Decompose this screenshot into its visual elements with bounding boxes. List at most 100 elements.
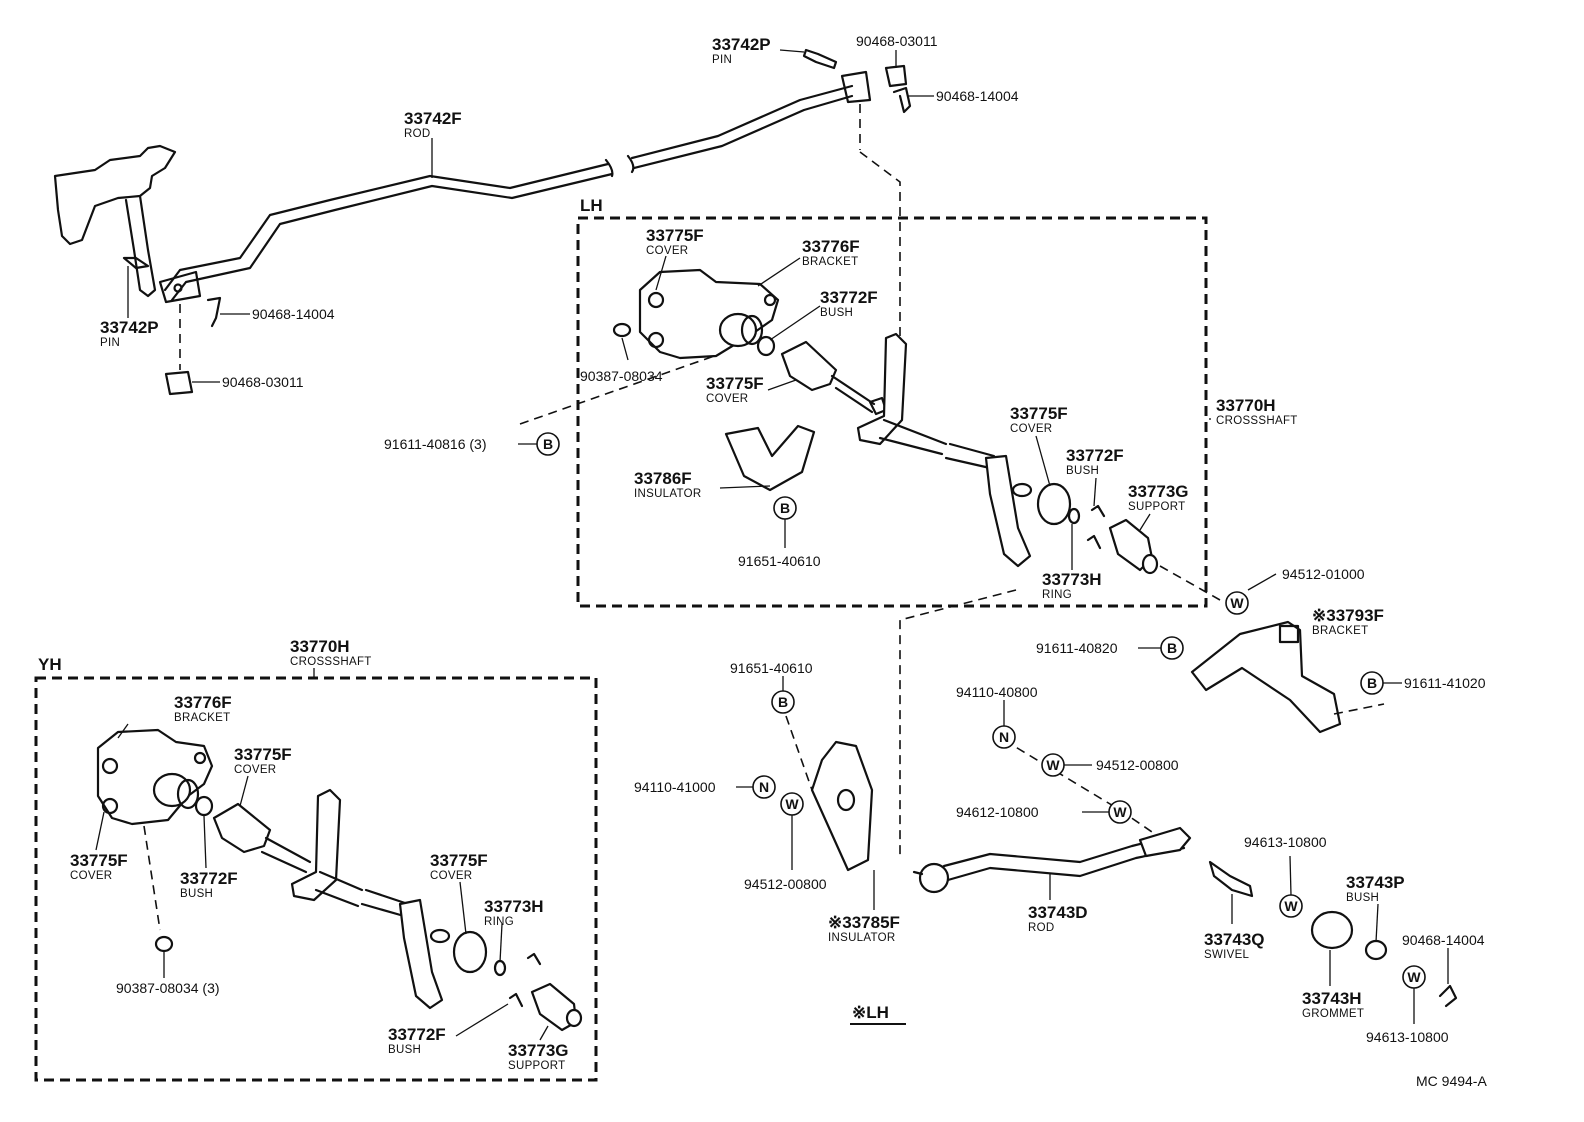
part-number: 91651-40610 (730, 660, 813, 676)
part-name: INSULATOR (828, 932, 895, 944)
part-number: 33775F (706, 374, 764, 393)
part-number: 33773G (1128, 482, 1189, 501)
yh-section-box (34, 676, 598, 1082)
part-label: 90468-14004 (252, 306, 335, 322)
part-number: 94613-10800 (1244, 834, 1327, 850)
part-name: SUPPORT (508, 1060, 565, 1072)
part-number: 33772F (388, 1025, 446, 1044)
part-number: 33776F (174, 693, 232, 712)
svg-text:N: N (759, 779, 769, 795)
bolt-symbol: B (1160, 636, 1184, 660)
part-number: 94512-00800 (744, 876, 827, 892)
guide-line-insulator-bolt (785, 715, 813, 791)
part-number: 33742F (404, 109, 462, 128)
part-number: 33743D (1028, 903, 1088, 922)
washer-symbol: W (1041, 753, 1065, 777)
part-name: PIN (100, 337, 120, 349)
part-number: 90387-08034 (3) (116, 980, 220, 996)
svg-text:W: W (1113, 804, 1127, 820)
part-number: 33775F (1010, 404, 1068, 423)
part-name: BUSH (820, 307, 853, 319)
bolt-symbol: B (771, 690, 795, 714)
svg-text:W: W (1230, 595, 1244, 611)
part-number: 94613-10800 (1366, 1029, 1449, 1045)
washer-symbol: W (780, 792, 804, 816)
rod-33743D-drawing (912, 826, 1192, 894)
lh-cover-boot-drawing (780, 340, 888, 416)
part-name: INSULATOR (634, 488, 701, 500)
part-number: 33742P (100, 318, 159, 337)
part-name: BRACKET (802, 256, 858, 268)
guide-line-bolt-91611-40816 (519, 353, 721, 425)
part-name: GROMMET (1302, 1008, 1364, 1020)
part-label: 91651-40610 (738, 553, 821, 569)
part-name: BUSH (1346, 892, 1379, 904)
part-label: 91611-41020 (1404, 675, 1486, 691)
svg-text:B: B (1367, 675, 1377, 691)
pin-clip-parts-top (122, 48, 912, 396)
part-label: 90468-03011 (856, 33, 938, 49)
nut-symbol: N (752, 775, 776, 799)
part-label: 90387-08034 (580, 368, 663, 384)
part-name: PIN (712, 54, 732, 66)
svg-text:W: W (1046, 757, 1060, 773)
part-number: 94512-00800 (1096, 757, 1179, 773)
part-number: 90468-14004 (1402, 932, 1485, 948)
lh-section-box (576, 216, 1208, 608)
lh-section-label: LH (580, 196, 603, 215)
part-number: 33773H (484, 897, 544, 916)
part-number: 33775F (430, 851, 488, 870)
part-name: CROSSSHAFT (290, 656, 372, 668)
part-number: ※33785F (828, 913, 900, 932)
lh-insulator-drawing (724, 424, 816, 492)
part-number: 94110-40800 (956, 684, 1038, 700)
part-name: SWIVEL (1204, 949, 1250, 961)
part-number: 33775F (70, 851, 128, 870)
part-number: 33773G (508, 1041, 569, 1060)
bolt-symbol: B (1360, 671, 1384, 695)
part-name: BRACKET (174, 712, 230, 724)
leader-lines (95, 49, 1449, 1041)
guide-line-support-to-washer (1159, 565, 1221, 601)
bolt-symbol: B (773, 496, 797, 520)
lh-note: ※LH (852, 1003, 889, 1022)
nut-symbol: N (992, 725, 1016, 749)
lh-bracket-drawing (612, 268, 780, 360)
part-number: 94110-41000 (634, 779, 716, 795)
part-label: 90468-14004 (936, 88, 1019, 104)
part-name: BRACKET (1312, 625, 1368, 637)
part-label: 90468-14004 (1402, 932, 1485, 948)
part-number: 33742P (712, 35, 771, 54)
part-name: ROD (404, 128, 430, 140)
part-number: 33770H (1216, 396, 1276, 415)
part-label: 91611-40816 (3) (384, 436, 486, 452)
svg-text:N: N (999, 729, 1009, 745)
part-name: BUSH (1066, 465, 1099, 477)
part-number: 33772F (180, 869, 238, 888)
part-number: 90387-08034 (580, 368, 663, 384)
part-name: COVER (706, 393, 748, 405)
part-number: 33743H (1302, 989, 1362, 1008)
part-number: 33775F (646, 226, 704, 245)
lh-lever-arm-drawing (856, 332, 1033, 568)
part-name: COVER (70, 870, 112, 882)
yh-cover-ring-support-drawing (452, 930, 583, 1032)
lh-cover-bush-support-drawing (1036, 482, 1159, 575)
part-number: 91651-40610 (738, 553, 821, 569)
part-name: RING (1042, 589, 1072, 601)
part-number: 33770H (290, 637, 350, 656)
part-label: 94512-01000 (1282, 566, 1365, 582)
svg-text:W: W (1407, 969, 1421, 985)
part-name: CROSSSHAFT (1216, 415, 1298, 427)
